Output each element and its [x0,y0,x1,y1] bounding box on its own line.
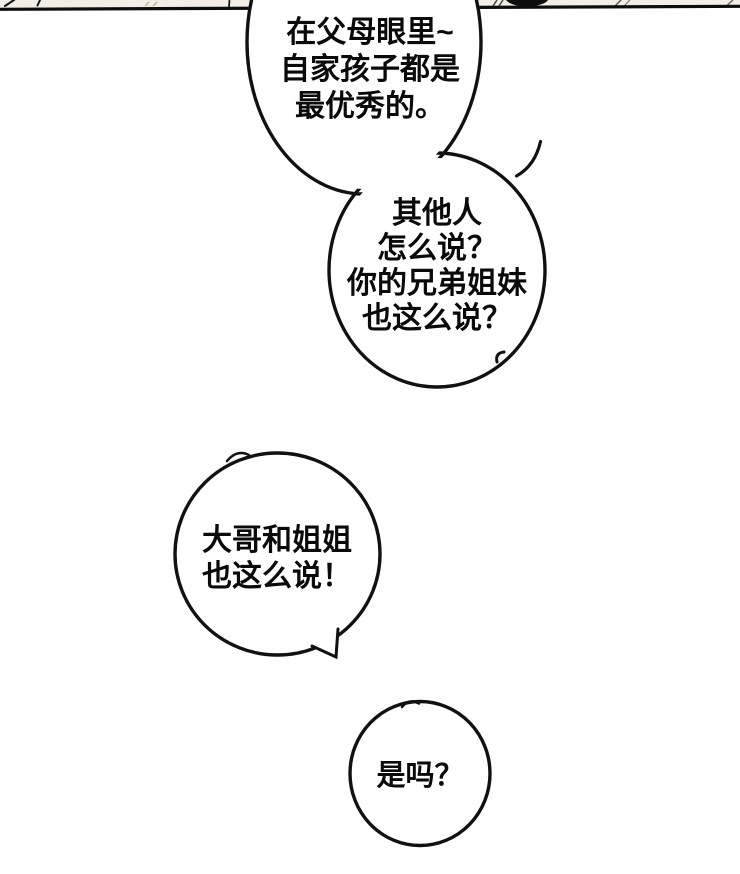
silhouette-shape [506,0,548,7]
speech-bubble-siblings-shape [173,451,382,660]
speech-bubble-others-shape [329,139,545,387]
bubble-tail [514,139,543,178]
dialogue-line: 是吗？ [376,760,464,792]
bubble-tail [310,627,340,660]
dialogue-line: 在父母眼里~ [286,16,454,49]
speech-bubble-parents-shape [247,0,481,194]
dialogue-line: 你的兄弟姐妹 [347,267,527,300]
speech-bubble-siblings-text: 大哥和姐姐 也这么说！ [167,523,387,595]
speech-bubble-others-text: 其他人 怎么说？ 你的兄弟姐妹 也这么说？ [322,196,552,336]
dialogue-line: 也这么说？ [362,302,512,335]
speech-bubble-really-text: 是吗？ [330,760,510,792]
speech-bubble-really-shape [348,699,492,848]
dialogue-line: 其他人 [392,197,482,230]
dialogue-line: 最优秀的。 [295,90,445,123]
dialogue-line: 自家孩子都是 [280,53,460,86]
dialogue-line: 大哥和姐姐 [202,524,352,557]
speech-bubble-parents-text: 在父母眼里~ 自家孩子都是 最优秀的。 [260,14,480,125]
dialogue-line: 也这么说！ [202,560,352,593]
dialogue-line: 怎么说？ [377,232,497,265]
